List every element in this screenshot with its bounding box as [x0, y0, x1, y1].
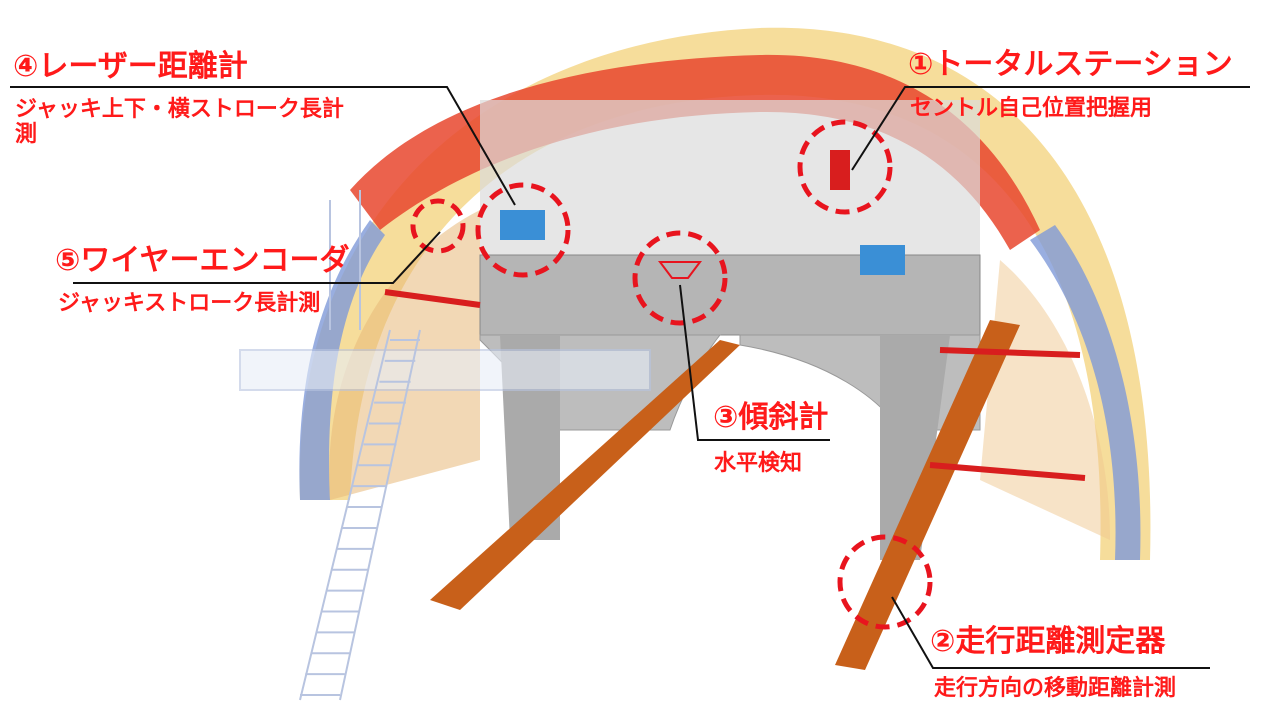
- callout-4-title: ④レーザー距離計: [13, 49, 248, 84]
- callout-1-desc: セントル自己位置把握用: [910, 96, 1153, 121]
- callout-2-title: ②走行距離測定器: [930, 624, 1166, 659]
- marker-circles: [410, 119, 933, 630]
- inclinometer-symbol: [658, 261, 702, 279]
- marker-inclinometer: [632, 230, 728, 326]
- callout-4-desc-line2: 測: [15, 122, 38, 147]
- callout-5-desc: ジャッキストローク長計測: [58, 291, 321, 316]
- rails: [430, 320, 1020, 670]
- callout-1-title: ①トータルステーション: [908, 47, 1233, 82]
- marker-wire-encoder: [410, 198, 466, 254]
- callout-3-desc: 水平検知: [714, 451, 803, 476]
- callout-2-desc: 走行方向の移動距離計測: [934, 676, 1177, 701]
- jacks: [384, 289, 1086, 481]
- leader-lines: [10, 86, 1250, 669]
- marker-distance-meter: [837, 534, 933, 630]
- marker-total-station: [797, 119, 893, 215]
- marker-laser-distance: [475, 182, 571, 278]
- callout-5-title: ⑤ワイヤーエンコーダ: [55, 243, 350, 278]
- ladder: [239, 190, 651, 701]
- callout-4-desc: ジャッキ上下・横ストローク長計: [15, 97, 344, 122]
- callout-3-title: ③傾斜計: [713, 400, 829, 435]
